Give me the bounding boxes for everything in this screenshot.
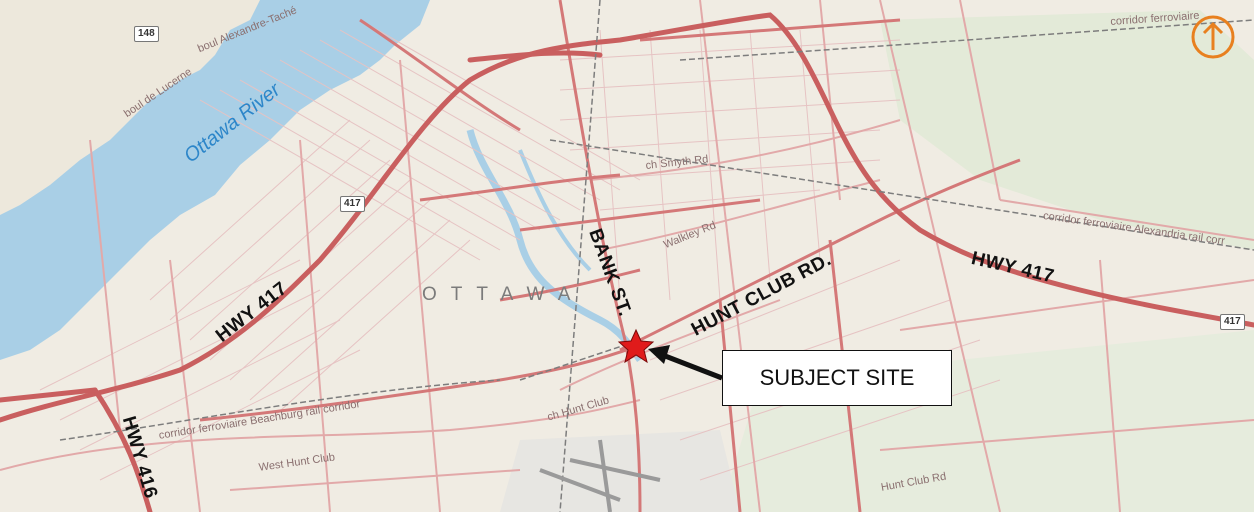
hwy-417-queensway [0,387,98,403]
north-arrow-icon [1191,15,1235,59]
subject-site-callout: SUBJECT SITE [722,350,952,406]
rail-lines [59,0,1254,512]
hunt-club-road [619,158,1021,352]
hwy-417-path [0,12,1254,423]
route-417-center-shield: 417 [340,196,365,212]
callout-arrow [648,345,723,381]
ottawa-river-north-bank [0,0,260,215]
airport-runways [539,439,661,512]
star-marker-icon [617,328,655,364]
major-roads [199,0,1021,512]
route-417-east-shield: 417 [1220,314,1245,330]
bank-street-road [558,0,642,512]
rideau-river [466,129,643,362]
route-148-shield: 148 [134,26,159,42]
ottawa-place-label: OTTAWA [422,284,585,305]
rideau-canal [518,149,592,272]
highways [0,12,1254,512]
hwy-416-path [92,387,153,512]
